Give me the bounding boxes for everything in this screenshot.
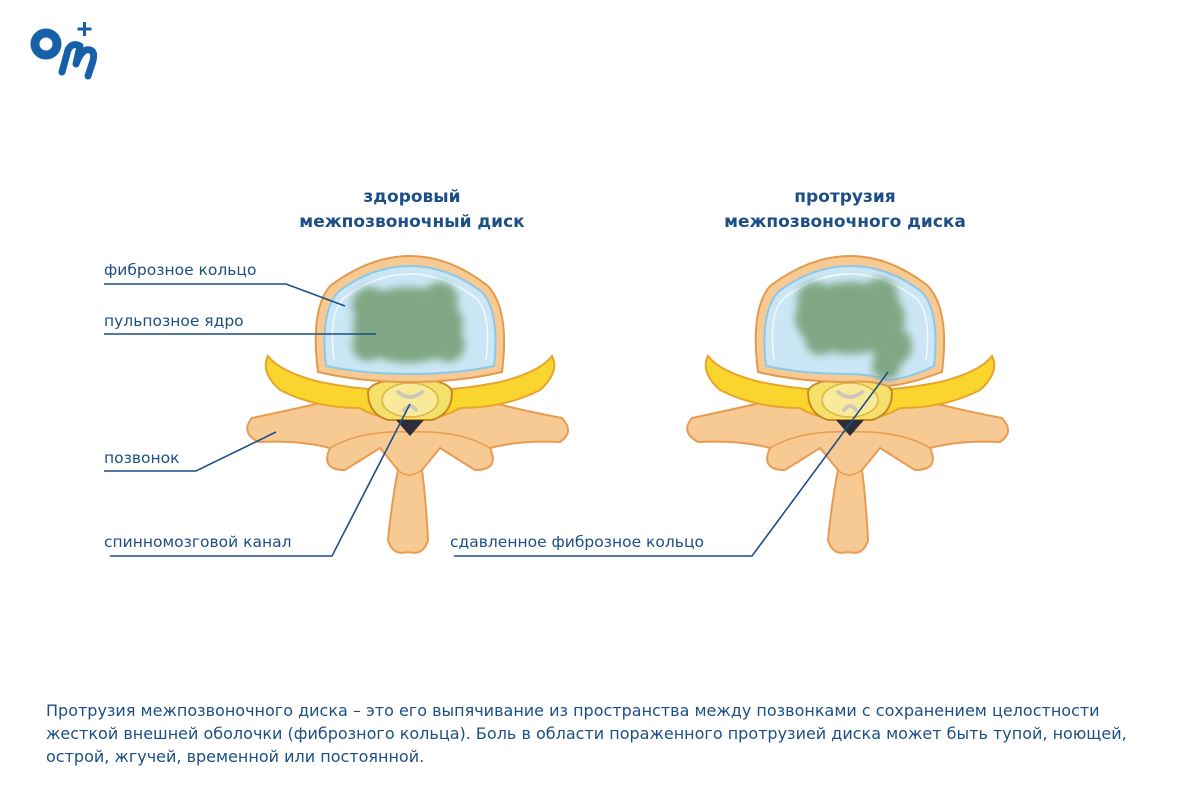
label-spinal-canal: спинномозговой канал: [104, 533, 292, 551]
title-healthy-disc: здоровый межпозвоночный диск: [262, 185, 562, 235]
protrusion-vertebra: [685, 354, 1011, 555]
healthy-disc-group: [245, 254, 571, 555]
label-compressed-ring: сдавленное фиброзное кольцо: [450, 533, 704, 551]
title-healthy-line2: межпозвоночный диск: [299, 212, 525, 232]
leader-vertebra: [104, 431, 277, 472]
protrusion-disc-group: [685, 254, 1011, 555]
logo-n-shape: [58, 41, 98, 80]
label-vertebra: позвонок: [104, 449, 180, 467]
logo-plus-h: [77, 27, 92, 31]
title-protrusion-disc: протрузия межпозвоночного диска: [680, 185, 1010, 235]
label-fibrous-ring: фиброзное кольцо: [104, 261, 257, 279]
leader-spinal-canal: [110, 403, 411, 557]
title-protrusion-line2: межпозвоночного диска: [724, 212, 966, 232]
label-nucleus: пульпозное ядро: [104, 312, 244, 330]
logo-o-shape: [30, 28, 62, 60]
healthy-annulus-ring: [331, 273, 489, 361]
leader-lines: [104, 283, 889, 557]
title-protrusion-line1: протрузия: [794, 187, 896, 207]
leader-fibrous-ring: [104, 283, 346, 307]
protrusion-annulus-ring: [771, 273, 929, 361]
title-healthy-line1: здоровый: [363, 187, 461, 207]
protrusion-nucleus: [795, 278, 912, 380]
healthy-vertebra: [245, 354, 571, 555]
caption-text: Протрузия межпозвоночного диска – это ег…: [46, 701, 1127, 766]
brand-logo: [30, 22, 98, 80]
leader-compressed-ring: [454, 371, 889, 557]
healthy-nucleus: [352, 282, 465, 363]
